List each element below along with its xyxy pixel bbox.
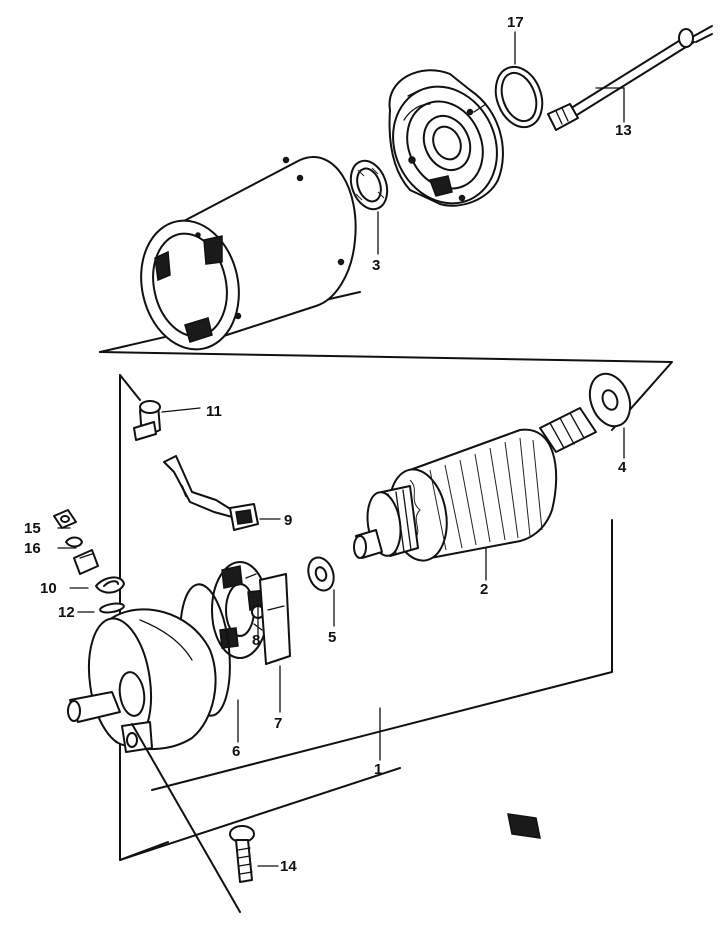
armature	[353, 407, 597, 562]
rear-end-cover	[67, 608, 217, 753]
terminal-nut	[53, 509, 77, 529]
spring-washer	[65, 536, 83, 548]
callout-14: 14	[280, 858, 297, 875]
yoke-housing	[140, 156, 357, 351]
front-end-cover	[388, 69, 504, 207]
assembly-outline-lines	[99, 291, 673, 861]
brush-terminal	[133, 400, 161, 441]
callout-6: 6	[232, 743, 240, 760]
callout-2: 2	[480, 581, 488, 598]
callout-9: 9	[284, 512, 292, 529]
callout-12: 12	[58, 604, 75, 621]
terminal-insulator	[73, 549, 99, 575]
callout-11: 11	[206, 403, 222, 420]
oil-seal	[349, 159, 389, 211]
callout-1: 1	[374, 761, 382, 778]
part-callouts: 17 13 3 11 4 9 15 16 2 10 12 8 5 7 6 1 1…	[24, 14, 632, 875]
insulator-washer	[95, 576, 125, 594]
callout-13: 13	[615, 122, 632, 139]
mounting-screw	[131, 723, 255, 913]
callout-10: 10	[40, 580, 57, 597]
o-ring-top	[494, 65, 544, 129]
armature-washer	[307, 556, 335, 592]
thrust-washer	[588, 372, 632, 428]
callout-17: 17	[507, 14, 524, 31]
o-ring-small	[99, 602, 125, 614]
callout-8: 8	[252, 632, 260, 649]
brush-with-lead	[163, 455, 259, 531]
leader-lines	[57, 31, 625, 867]
callout-15: 15	[24, 520, 41, 537]
through-bolt	[547, 25, 713, 131]
brush-plate	[259, 573, 291, 665]
callout-3: 3	[372, 257, 380, 274]
callout-5: 5	[328, 629, 336, 646]
callout-7: 7	[274, 715, 282, 732]
callout-4: 4	[618, 459, 627, 476]
stamp-mark	[507, 813, 541, 839]
callout-16: 16	[24, 540, 41, 557]
